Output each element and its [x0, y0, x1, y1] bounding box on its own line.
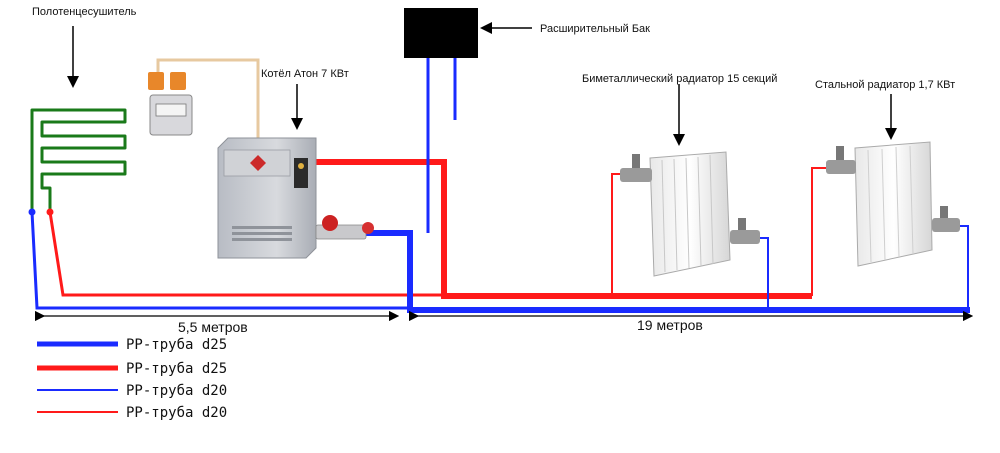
boiler-control-panel: [294, 158, 308, 188]
gas-meter-display: [155, 103, 187, 117]
legend-label-1: PP-труба d25: [126, 361, 227, 377]
dim-right-text: 19 метров: [637, 317, 703, 333]
legend-label-0: PP-труба d25: [126, 337, 227, 353]
legend-item: PP-труба d25: [37, 361, 227, 377]
label-expansion-tank: Расширительный Бак: [540, 23, 650, 35]
towel-supply-pipe: [48, 211, 446, 297]
radiator-steel-valve-bottom: [932, 206, 960, 232]
radiator-steel: [826, 141, 960, 267]
gas-meter: [148, 72, 193, 136]
label-radiator-bimetal: Биметаллический радиатор 15 секций: [582, 73, 777, 85]
radiator-bimetal-sections: [661, 154, 714, 273]
boiler-vents: [232, 226, 292, 241]
label-radiator-steel: Стальной радиатор 1,7 КВт: [815, 79, 955, 91]
gas-valve-left: [148, 72, 164, 90]
legend-item: PP-труба d20: [37, 405, 227, 421]
legend-item: PP-труба d20: [37, 383, 227, 399]
label-towel-dryer: Полотенцесушитель: [32, 6, 137, 18]
gas-valve-right: [170, 72, 186, 90]
towel-return-pipe: [30, 211, 408, 310]
pump-group: [315, 215, 374, 240]
boiler-logo: [250, 155, 266, 171]
radiator1-return-branch: [760, 237, 769, 310]
radiator-bimetal-valve-bottom: [730, 218, 760, 244]
radiator-bimetal-valve-top: [620, 154, 652, 182]
pump-icon: [322, 215, 338, 231]
supply-main-pipe: [316, 159, 812, 299]
boiler: [217, 137, 317, 259]
radiator-bimetal: [620, 151, 760, 277]
radiator-bimetal-body: [649, 151, 731, 277]
legend-label-3: PP-труба d20: [126, 405, 227, 421]
radiator-steel-valve-top: [826, 146, 856, 174]
callout-arrows: [67, 22, 897, 146]
towel-dryer: [28, 108, 127, 216]
legend-label-2: PP-труба d20: [126, 383, 227, 399]
label-boiler: Котёл Атон 7 КВт: [261, 68, 349, 80]
pipes: [30, 57, 970, 313]
dim-left-text: 5,5 метров: [178, 319, 248, 335]
boiler-indicator: [298, 163, 304, 169]
radiator-steel-body: [854, 141, 933, 267]
expansion-tank: [404, 8, 478, 58]
radiator2-return-branch: [960, 225, 969, 310]
radiator1-supply-branch: [611, 173, 635, 296]
valve-icon: [362, 222, 374, 234]
radiator-steel-sections: [867, 145, 914, 263]
radiator2-supply-branch: [811, 167, 832, 296]
towel-dryer-coil: [30, 108, 127, 212]
legend-item: PP-труба d25: [37, 337, 227, 353]
return-main-pipe: [362, 230, 970, 313]
legend: PP-труба d25 PP-труба d25 PP-труба d20 P…: [37, 337, 227, 421]
gas-pipe: [156, 58, 260, 140]
